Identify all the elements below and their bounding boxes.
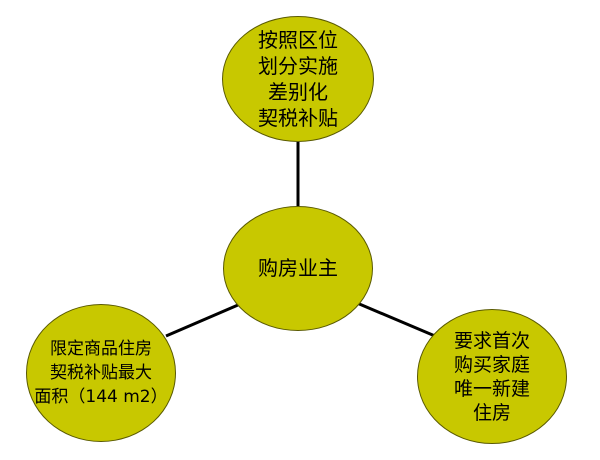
node-left: 限定商品住房 契税补贴最大 面积（144 m2） [26,304,176,442]
node-center: 购房业主 [223,206,373,331]
node-right-label: 要求首次 购买家庭 唯一新建 住房 [453,329,530,424]
node-center-label: 购房业主 [258,256,338,280]
edge-center-to-left [165,303,239,338]
node-top-label: 按照区位 划分实施 差别化 契税补贴 [258,28,338,130]
node-left-label: 限定商品住房 契税补贴最大 面积（144 m2） [34,339,168,407]
node-right: 要求首次 购买家庭 唯一新建 住房 [417,309,567,444]
edge-center-to-right [356,301,436,338]
node-top: 按照区位 划分实施 差别化 契税补贴 [222,16,374,142]
